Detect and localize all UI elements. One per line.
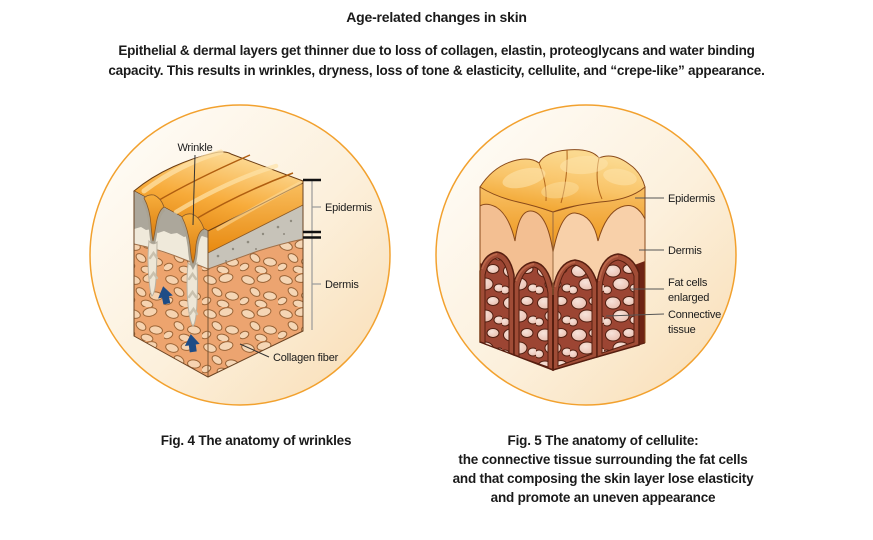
dermis-label: Dermis [668, 245, 702, 257]
fig5-caption-line1: Fig. 5 The anatomy of cellulite: [507, 433, 699, 448]
connective-tissue-arches [479, 251, 640, 372]
dermal-pressure-arrow [184, 334, 200, 353]
cellulite-diagram: Epidermis Dermis Fat cells enlarged Conn… [435, 104, 737, 406]
page-subtitle: Epithelial & dermal layers get thinner d… [0, 41, 873, 80]
collagen-pointer-line [239, 343, 270, 358]
fig5-caption: Fig. 5 The anatomy of cellulite: the con… [423, 431, 783, 507]
fig5-caption-line3: and that composing the skin layer lose e… [452, 471, 754, 486]
wrinkle-groove-shallow [142, 194, 166, 297]
fat-cells-label-line2: enlarged [668, 292, 709, 304]
fig5-caption-line4: and promote an uneven appearance [490, 490, 716, 505]
subtitle-line-2: capacity. This results in wrinkles, dryn… [108, 62, 765, 78]
connective-label-line1: Connective [668, 309, 721, 321]
collagen-fiber-callout: Collagen fiber [239, 343, 339, 364]
dermis-label: Dermis [325, 279, 359, 291]
fig5-caption-line2: the connective tissue surrounding the fa… [458, 452, 748, 467]
fig4-caption: Fig. 4 The anatomy of wrinkles [160, 433, 352, 448]
wrinkles-diagram: Epidermis Dermis Wrinkle Collagen fiber [89, 104, 391, 406]
wrinkles-skin-block [133, 149, 304, 378]
epidermis-speckles [216, 219, 293, 262]
collagen-fiber-label: Collagen fiber [273, 352, 339, 364]
page-title: Age-related changes in skin [346, 9, 527, 25]
cellulite-skin-block [479, 149, 646, 372]
cellulite-labels: Epidermis Dermis Fat cells enlarged Conn… [605, 193, 721, 336]
wrinkle-label: Wrinkle [177, 142, 212, 154]
wrinkle-callout: Wrinkle [177, 142, 213, 226]
epidermis-label: Epidermis [668, 193, 716, 205]
wrinkle-pointer-line [192, 154, 196, 226]
subtitle-line-1: Epithelial & dermal layers get thinner d… [118, 43, 755, 58]
layer-depth-bracket: Epidermis Dermis [303, 178, 373, 330]
wrinkle-groove-deep [179, 213, 205, 327]
fat-cells-label-line1: Fat cells [668, 277, 708, 289]
connective-leader-line [605, 313, 665, 317]
epidermis-label: Epidermis [325, 202, 373, 214]
connective-label-line2: tissue [668, 324, 696, 336]
dermal-pressure-arrow [158, 286, 173, 305]
